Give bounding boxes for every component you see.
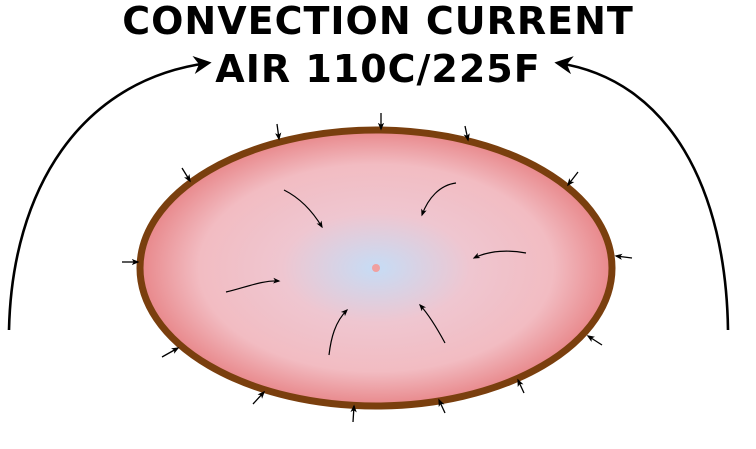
inner-arrow — [328, 308, 349, 356]
outer-arrow — [161, 347, 180, 358]
outer-arrow — [438, 398, 446, 414]
right-convection-arrow — [554, 56, 730, 331]
outer-arrow — [252, 390, 266, 405]
outer-arrow — [586, 335, 603, 346]
core-dot — [372, 264, 380, 272]
outer-arrow — [275, 123, 282, 141]
inner-arrow — [419, 303, 446, 344]
inner-arrow — [472, 250, 527, 259]
inner-heat-arrows — [225, 182, 527, 356]
outer-arrow — [567, 171, 579, 187]
title-line-2: AIR 110C/225F — [215, 47, 541, 91]
outer-arrow — [614, 253, 633, 260]
outer-heat-arrows — [122, 113, 633, 423]
outer-arrow — [181, 167, 191, 183]
outer-arrow — [350, 404, 357, 423]
outer-arrow — [463, 125, 470, 142]
inner-arrow — [225, 277, 281, 293]
inner-arrow — [421, 182, 457, 217]
inner-arrow — [283, 189, 323, 229]
outer-arrow — [517, 378, 525, 394]
title-line-1: CONVECTION CURRENT — [122, 0, 634, 43]
left-convection-arrow — [7, 55, 212, 331]
